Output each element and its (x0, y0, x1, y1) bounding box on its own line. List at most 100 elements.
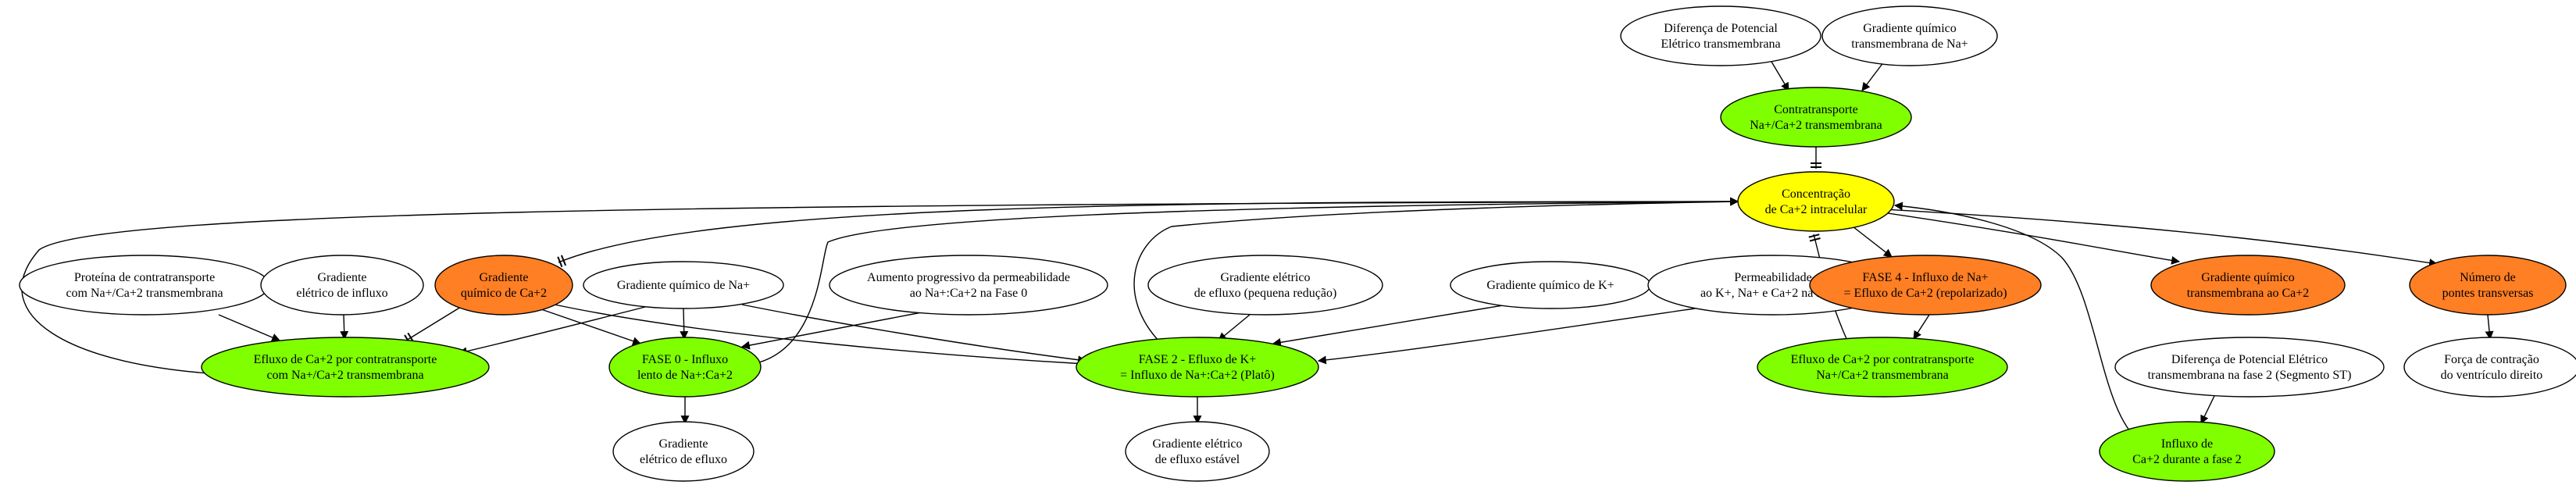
node-label-line: transmembrana ao Ca+2 (2187, 287, 2310, 300)
edge-gqnatop-contra (1861, 61, 1885, 91)
node-label-line: do ventrículo direito (2441, 369, 2543, 382)
node-label-line: Gradiente (658, 437, 708, 451)
node-conc: Concentração de Ca+2 intracelular (1737, 171, 1895, 232)
node-label-line: Efluxo de Ca+2 por contratransporte (254, 353, 437, 366)
edge-geered-fase2 (1218, 314, 1251, 341)
node-label-line: Proteína de contratransporte (74, 271, 215, 284)
node-ellipse (19, 255, 270, 316)
node-label-line: Permeabilidade (1734, 271, 1812, 284)
node-label-line: Diferença de Potencial (1664, 22, 1778, 35)
edge-gqna-efluxleft (458, 305, 649, 356)
edge-gqk-fase2 (1272, 304, 1508, 347)
edge-conc-gqca (558, 201, 1739, 263)
node-label-line: FASE 0 - Influxo (642, 353, 728, 366)
node-gqca: Gradiente químico de Ca+2 (434, 255, 573, 316)
edge-gqca-efluxleft (405, 306, 462, 341)
edge-influxca-conc (1893, 201, 2141, 442)
node-ellipse (201, 337, 490, 398)
node-label-line: elétrico de efluxo (640, 453, 727, 466)
edge-fase2-conc (1133, 197, 1739, 343)
node-label-line: transmembrana na fase 2 (Segmento ST) (2148, 369, 2352, 382)
node-label-line: de efluxo estável (1155, 453, 1240, 466)
node-ellipse (260, 255, 424, 316)
edge-efluxleft-conc (21, 197, 1739, 376)
node-ellipse (1737, 171, 1895, 232)
node-label-line: Aumento progressivo da permeabilidade (867, 271, 1070, 284)
tee-bar (1808, 234, 1820, 238)
node-label-line: transmembrana de Na+ (1851, 37, 1968, 51)
node-influx-ca: Influxo de Ca+2 durante a fase 2 (2099, 421, 2275, 482)
tee-bar (557, 256, 563, 268)
node-label-line: Gradiente elétrico (1152, 437, 1242, 451)
node-label-line: Gradiente (317, 271, 366, 284)
node-ellipse (1125, 421, 1270, 482)
node-ellipse (2409, 255, 2567, 316)
node-label-line: Contratransporte (1774, 103, 1858, 116)
edge-gqna-fase2 (741, 304, 1087, 365)
node-label-line: pontes transversas (2442, 287, 2534, 300)
node-ellipse (434, 255, 573, 316)
node-label-line: Gradiente químico de K+ (1486, 279, 1614, 292)
node-label-line: Concentração (1782, 187, 1850, 201)
node-ellipse (1720, 87, 1912, 148)
node-gqna-top: Gradiente químico transmembrana de Na+ (1821, 5, 1998, 66)
tee-bar (1809, 237, 1821, 242)
node-npont: Número de pontes transversas (2409, 255, 2567, 316)
edge-ddpst-influxca (2200, 395, 2215, 424)
node-prot: Proteína de contratransporte com Na+/Ca+2… (19, 255, 270, 316)
node-ellipse (2099, 421, 2275, 482)
edge-npont-forca (2485, 314, 2494, 341)
node-ellipse (1809, 255, 2042, 316)
node-gee: Gradiente elétrico de efluxo (612, 421, 755, 482)
node-ellipse (1147, 255, 1383, 316)
edge-conc-fase4 (1852, 226, 1893, 258)
node-ellipse (612, 421, 755, 482)
node-label-line: Gradiente (479, 271, 528, 284)
edge-fase0-conc (741, 197, 1739, 366)
node-aum: Aumento progressivo da permeabilidade ao … (829, 255, 1108, 316)
node-label-line: Força de contração (2444, 353, 2539, 366)
node-label-line: Na+/Ca+2 transmembrana (1816, 369, 1949, 382)
node-label-line: FASE 2 - Efluxo de K+ (1139, 353, 1257, 366)
node-eflux-left: Efluxo de Ca+2 por contratransporte com N… (201, 337, 490, 398)
node-label-line: lento de Na+:Ca+2 (637, 369, 733, 382)
node-label-line: Elétrico transmembrana (1661, 37, 1780, 51)
edge-conc-npont (1883, 209, 2439, 267)
node-gee-est: Gradiente elétrico de efluxo estável (1125, 421, 1270, 482)
node-label-line: com Na+/Ca+2 transmembrana (66, 287, 223, 300)
node-ellipse (1757, 337, 2008, 398)
edge-perm-fase2 (1317, 308, 1696, 365)
edge-fase4-efluxright (1913, 314, 1930, 340)
node-label-line: com Na+/Ca+2 transmembrana (266, 369, 423, 382)
node-label-line: Ca+2 durante a fase 2 (2132, 453, 2242, 466)
node-fase4: FASE 4 - Influxo de Na+ = Efluxo de Ca+2 … (1809, 255, 2042, 316)
node-gei: Gradiente elétrico de influxo (260, 255, 424, 316)
node-label-line: ao Na+:Ca+2 na Fase 0 (910, 287, 1027, 300)
node-label-line: = Efluxo de Ca+2 (repolarizado) (1843, 287, 2007, 300)
edge-conc-gqcat (1882, 212, 2181, 265)
node-label-line: de Ca+2 intracelular (1765, 203, 1868, 216)
node-label-line: ao K+, Na+ e Ca+2 na fase 2 (1700, 287, 1846, 300)
node-label-line: Número de (2460, 271, 2516, 284)
node-label-line: de efluxo (pequena redução) (1194, 287, 1337, 300)
node-eflux-right: Efluxo de Ca+2 por contratransporteNa+/C… (1757, 337, 2008, 398)
node-gee-red: Gradiente elétrico de efluxo (pequena red… (1147, 255, 1383, 316)
edge-aum-fase0 (740, 312, 922, 350)
node-label-line: FASE 4 - Influxo de Na+ (1862, 271, 1988, 284)
tee-bar (560, 255, 567, 266)
node-label-line: químico de Ca+2 (461, 287, 547, 300)
node-fase0: FASE 0 - Influxo lento de Na+:Ca+2 (608, 337, 762, 398)
node-label-line: Gradiente elétrico (1220, 271, 1310, 284)
edge-prot-efluxleft (218, 314, 281, 342)
node-gqna: Gradiente químico de Na+ (583, 261, 784, 309)
node-label-line: elétrico de influxo (296, 287, 387, 300)
node-label-line: Influxo de (2161, 437, 2213, 451)
node-ellipse (2403, 337, 2576, 398)
node-label-line: Gradiente químico (1863, 22, 1957, 35)
edge-gqna-fase0 (680, 308, 689, 341)
node-label-line: Gradiente químico de Na+ (617, 279, 750, 292)
node-ellipse (608, 337, 762, 398)
node-label-line: Na+/Ca+2 transmembrana (1750, 119, 1882, 132)
